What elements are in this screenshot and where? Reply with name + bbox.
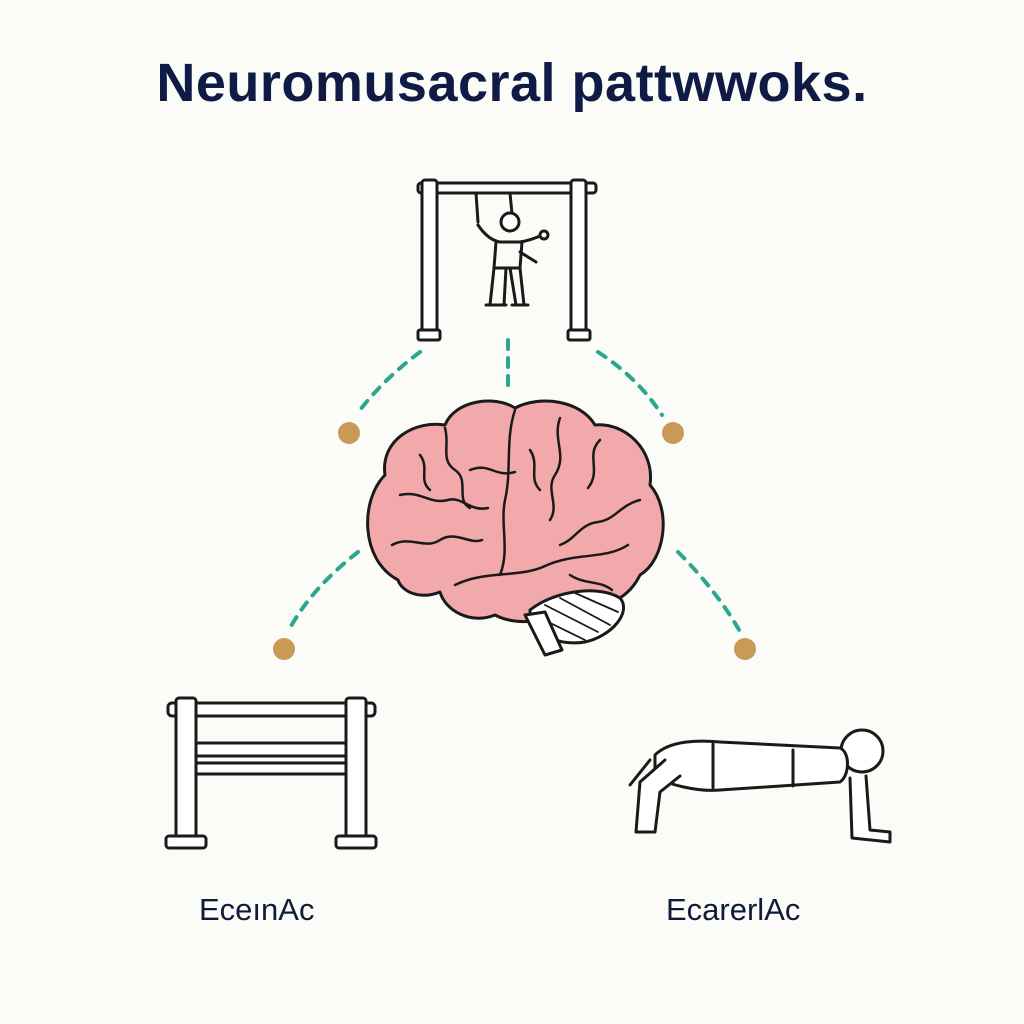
connector-bottom-right [676,550,744,637]
node-dot-bottom-right [734,638,756,660]
push-up-icon [628,728,892,844]
connector-lines [288,338,744,637]
brain-icon [366,399,665,657]
node-dots [273,422,756,660]
diagram-title: Neuromusacral pattwwoks. [156,53,868,113]
parallel-bars-icon [164,696,378,850]
node-dot-bottom-left [273,638,295,660]
bottom-left-label: EceınAc [199,892,315,927]
connector-top-left [358,350,422,412]
bottom-right-label: EcarerlAc [666,892,801,927]
connector-bottom-left [288,550,360,630]
node-dot-top-right [662,422,684,444]
node-dot-top-left [338,422,360,444]
connector-top-right [596,350,664,417]
pull-up-bar-icon [416,178,598,342]
